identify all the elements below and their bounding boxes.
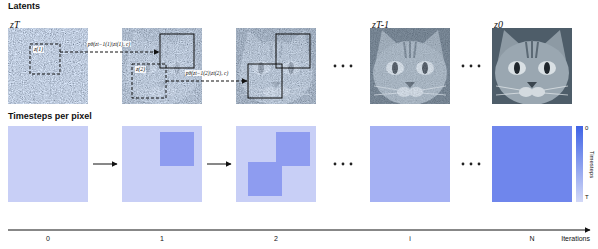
latent-image: [492, 28, 572, 105]
cat-image: [236, 28, 316, 105]
cat-image: [122, 28, 202, 105]
ellipsis: [334, 163, 481, 166]
timestep-map: [370, 126, 450, 202]
section-heading: Latents: [8, 1, 40, 11]
patch-box: [30, 44, 60, 74]
tick-label: N: [529, 235, 534, 243]
noise: [370, 28, 450, 104]
timestep-map: [492, 126, 572, 202]
patch-box: [276, 34, 310, 68]
cat-image: [370, 28, 450, 105]
latent-image: [8, 28, 88, 105]
tick-label: i: [409, 235, 411, 243]
tick-label: 2: [274, 235, 278, 243]
colorbar-label: T: [585, 194, 589, 201]
patch-label: z(1): [33, 46, 44, 53]
axis-title: Iterations: [561, 235, 590, 243]
iterations-axis: [8, 230, 590, 231]
colorbar: [576, 126, 583, 202]
latent-panel: zT-1: [370, 14, 450, 104]
transition-label: pθ(zt−1(2)|zt(2), c): [185, 70, 229, 76]
latent-image: [370, 28, 450, 105]
colorbar-label: 0: [585, 125, 588, 132]
latent-label: z0: [492, 19, 503, 31]
timestep-patch: [276, 132, 310, 166]
noise: [8, 28, 88, 104]
latent-label: zT-1: [370, 19, 389, 31]
transition-label: pθ(zt−1(1)|zt(1), c): [87, 41, 131, 47]
latent-image: [122, 28, 202, 105]
patch-box: [132, 64, 166, 98]
section-heading: Timesteps per pixel: [8, 111, 92, 121]
denoise-arrow: [166, 81, 247, 82]
noise: [236, 28, 316, 104]
timestep-map: [122, 126, 202, 202]
latent-panel: z0: [492, 14, 572, 104]
ellipsis: [334, 65, 481, 68]
latent-image: [236, 28, 316, 105]
patch-box: [160, 34, 194, 68]
noise: [122, 28, 202, 104]
cat-image: [492, 28, 572, 105]
patch-label: z(2): [135, 66, 146, 73]
latent-label: zT: [8, 19, 19, 31]
denoise-arrow: [60, 52, 159, 53]
step-arrow: [207, 164, 231, 165]
tick-label: 0: [46, 235, 50, 243]
timestep-patch: [248, 162, 282, 196]
latent-panel: zT: [8, 14, 88, 104]
timestep-map: [8, 126, 88, 202]
cat-image: [8, 28, 88, 105]
timestep-patch: [160, 132, 194, 166]
colorbar-title: Timesteps: [589, 150, 596, 177]
patch-box: [248, 64, 282, 98]
timestep-map: [236, 126, 316, 202]
step-arrow: [93, 164, 117, 165]
tick-label: 1: [160, 235, 164, 243]
